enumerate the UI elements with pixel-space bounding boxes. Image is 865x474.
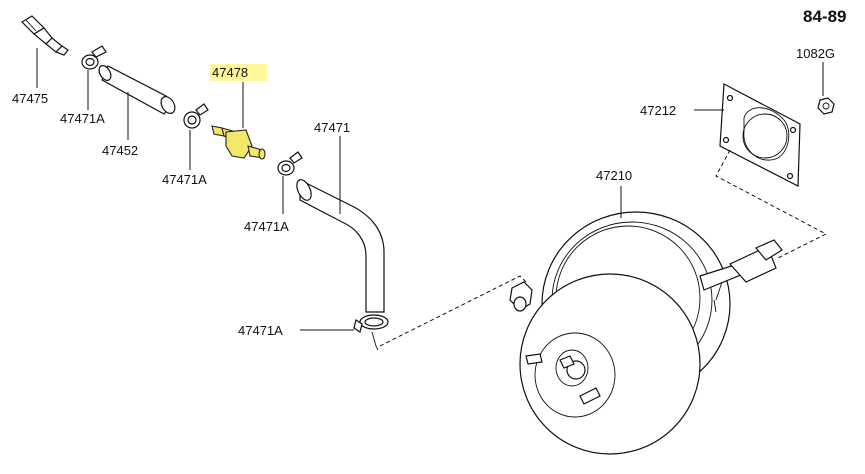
clamp-47471A-1-drawing (81, 45, 107, 70)
highlight-47478 (210, 64, 267, 81)
label-47478[interactable]: 47478 (212, 65, 248, 80)
page-code: 84-89 (803, 7, 846, 26)
label-47452: 47452 (102, 143, 138, 158)
nut-1082G-drawing (817, 97, 835, 115)
label-47210: 47210 (596, 168, 632, 183)
valve-47478-drawing[interactable] (211, 125, 266, 160)
booster-47210-drawing (509, 211, 783, 455)
clamp-47471A-3-drawing (277, 151, 303, 176)
label-47471A-3: 47471A (244, 219, 289, 234)
part-47475-drawing (21, 15, 69, 56)
label-47471A-4: 47471A (238, 323, 283, 338)
clamp-47471A-4-drawing (353, 314, 389, 351)
label-1082G: 1082G (796, 46, 835, 61)
hose-47452-drawing (98, 65, 176, 115)
label-47475: 47475 (12, 91, 48, 106)
label-47471A-1: 47471A (60, 111, 105, 126)
label-47212: 47212 (640, 103, 676, 118)
label-47471: 47471 (314, 120, 350, 135)
gasket-47212-drawing (719, 83, 801, 187)
clamp-47471A-2-drawing (183, 103, 209, 129)
label-47471A-2: 47471A (162, 172, 207, 187)
hose-47471-drawing (296, 136, 385, 313)
